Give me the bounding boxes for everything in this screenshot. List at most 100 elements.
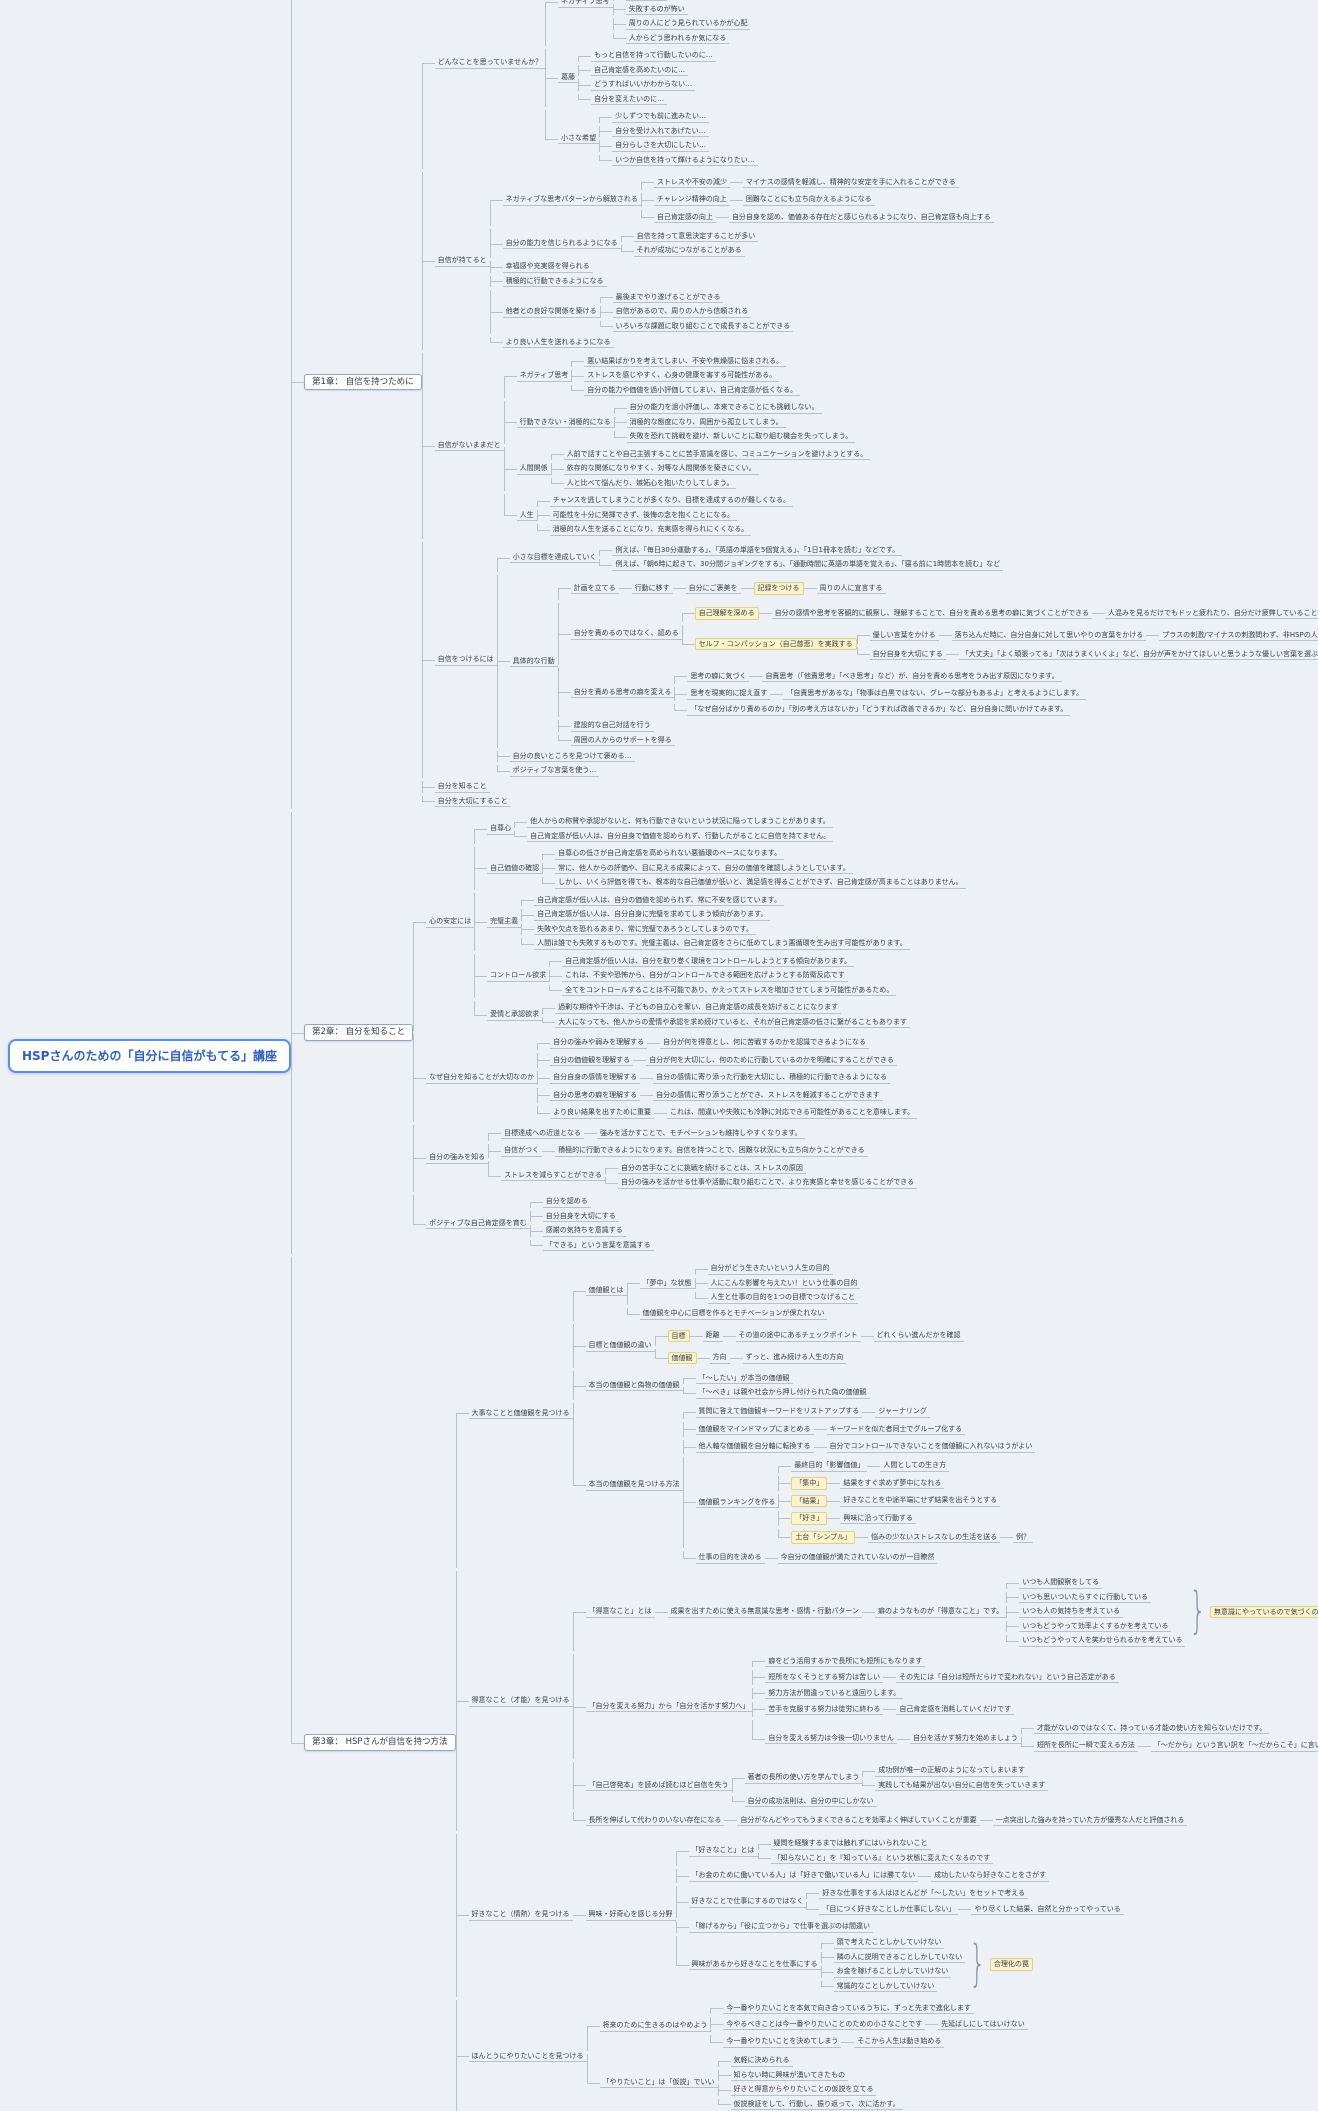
mindmap-node[interactable]: ストレスや不安の減少	[653, 177, 730, 188]
mindmap-node[interactable]: チャンスを逃してしまうことが多くなり、目標を達成するのが難しくなる。	[549, 495, 793, 507]
mindmap-node[interactable]: どうすればいいかわからない…	[591, 79, 696, 91]
mindmap-node[interactable]: 自分にご褒美を	[685, 583, 741, 594]
mindmap-node[interactable]: セルフ・コンパッション（自己慈悲）を実践する	[694, 637, 857, 651]
mindmap-node[interactable]: 自分自身を認め、価値ある存在だと感じられるようになり、自己肯定感も向上する	[728, 212, 994, 223]
mindmap-node[interactable]: 自信がないままだと	[434, 440, 504, 452]
mindmap-node[interactable]: 仮説検証をして、行動し、振り返って、次に活かす。	[730, 2099, 903, 2110]
mindmap-node[interactable]: 人生と仕事の目的を1つの目標でつなげること	[707, 1292, 858, 1304]
mindmap-node[interactable]: 記録をつける	[753, 582, 804, 595]
mindmap-node[interactable]: 自分がなんどやってもうまくできることを効率よく伸ばしていくことが重要	[737, 1815, 980, 1826]
mindmap-node[interactable]: 例えば、「毎日30分運動する」、「英語の単語を5個覚える」、「1日1冊本を読む」…	[612, 545, 903, 556]
mindmap-node[interactable]: 例？	[1013, 1532, 1034, 1543]
mindmap-node[interactable]: 癖のようなものが「得意なこと」です。	[875, 1606, 1007, 1618]
mindmap-node[interactable]: ネガティブ思考	[558, 0, 613, 8]
mindmap-note[interactable]: 合理化の罠	[989, 1958, 1033, 1971]
mindmap-node[interactable]: 価値観ランキングを作る	[695, 1497, 779, 1508]
mindmap-node[interactable]: 「結果」	[791, 1494, 828, 1507]
mindmap-node[interactable]: 周囲の人からのサポートを得る	[570, 735, 675, 746]
mindmap-node[interactable]: 自己肯定感が低い人は、自分を取り巻く環境をコントロールしようとする傾向があります…	[562, 956, 855, 967]
mindmap-node[interactable]: 短所をなくそうとする努力は苦しい	[765, 1672, 884, 1683]
mindmap-node[interactable]: ほんとうにやりたいことを見つける	[468, 2051, 587, 2062]
mindmap-node[interactable]: 自分を活かす努力を始めましょう	[909, 1733, 1021, 1745]
mindmap-node[interactable]: 気軽に決められる	[730, 2055, 793, 2067]
mindmap-node[interactable]: そこから人生は動き始める	[854, 2036, 945, 2048]
mindmap-node[interactable]: 自己理解を深める	[694, 607, 759, 620]
mindmap-node[interactable]: 結果をすぐ求めず夢中になれる	[840, 1478, 945, 1489]
mindmap-node[interactable]: 一点突出した強みを持っていた方が優秀な人だと評価される	[992, 1815, 1188, 1826]
mindmap-node[interactable]: 距離	[702, 1330, 723, 1342]
mindmap-node[interactable]: 「自己啓発本」を読めば読むほど自信を失う	[585, 1780, 732, 1791]
mindmap-node[interactable]: いつもどうやって人を笑わせられるかを考えている	[1019, 1635, 1186, 1647]
mindmap-node[interactable]: 目標	[667, 1329, 690, 1342]
mindmap-node[interactable]: 自分の成功法則は、自分の中にしかない	[744, 1796, 877, 1807]
mindmap-node[interactable]: 方向	[709, 1352, 730, 1364]
mindmap-node[interactable]: 自分の能力を過小評価し、本来できることにも挑戦しない。	[626, 402, 822, 414]
mindmap-node[interactable]: 自己肯定感が低い人は、自分自身で価値を認められず、行動したがることに自信を持てま…	[527, 831, 834, 842]
mindmap-node[interactable]: 疑問を経験するまでは触れずにはいられないこと	[770, 1838, 931, 1850]
mindmap-node[interactable]: 「〜だから」という言い訳を「〜だからこそ」に言い換える	[1150, 1740, 1318, 1752]
mindmap-node[interactable]: 幸福感や充実感を得られる	[502, 261, 593, 273]
mindmap-node[interactable]: 「集中」	[791, 1477, 828, 1490]
mindmap-node[interactable]: 消極的な態度になり、周囲から孤立してしまう。	[626, 417, 786, 428]
mindmap-node[interactable]: もっと自信を持って行動したいのに…	[591, 50, 716, 62]
mindmap-node[interactable]: 先延ばしにしてはいけない	[938, 2019, 1028, 2030]
mindmap-node[interactable]: 今やるべきことは今一番やりたいことのための小さなことです	[723, 2019, 926, 2030]
mindmap-node[interactable]: チャレンジ精神の向上	[653, 194, 730, 206]
mindmap-node[interactable]: 自分自身を大切にする	[542, 1211, 619, 1222]
mindmap-node[interactable]: 自分の能力を信じられるようになる	[502, 238, 621, 250]
mindmap-node[interactable]: 葛藤	[558, 72, 579, 84]
mindmap-node[interactable]: 人にこんな影響を与えたい！という仕事の目的	[707, 1278, 861, 1289]
mindmap-node[interactable]: 心の安定には	[426, 916, 475, 928]
mindmap-node[interactable]: 周りの人にどう見られているかが心配	[625, 18, 751, 30]
mindmap-node[interactable]: どれくらい進んだかを確認	[873, 1330, 964, 1342]
mindmap-node[interactable]: 大事なことと価値観を見つける	[468, 1408, 573, 1419]
mindmap-node[interactable]: 人間関係	[516, 463, 551, 475]
mindmap-node[interactable]: 人間は誰でも失敗するものです。完璧主義は、自己肯定感をさらに低めてしまう悪循環を…	[534, 938, 910, 950]
mindmap-node[interactable]: 小さな希望	[558, 133, 600, 145]
mindmap-node[interactable]: 例えば、「朝6時に起きて、30分間ジョギングをする」、「通勤時間に英語の単語を覚…	[612, 559, 1004, 571]
mindmap-node[interactable]: 自分が何を得意とし、何に苦戦するのかを認識できるようになる	[660, 1037, 869, 1049]
mindmap-node[interactable]: 計画を立てる	[570, 583, 619, 594]
mindmap-node[interactable]: 興味があるから好きなことを仕事にする	[688, 1959, 821, 1971]
mindmap-node[interactable]: 失敗や欠点を恐れるあまり、常に完璧であろうとしてしまうのです。	[534, 924, 756, 935]
mindmap-node[interactable]: 愛情と承認欲求	[487, 1009, 543, 1021]
mindmap-node[interactable]: 人生	[516, 510, 537, 521]
mindmap-node[interactable]: いろいろな課題に取り組むことで成長することができる	[612, 321, 794, 332]
mindmap-node[interactable]: 才能がないのではなくて、持っている才能の使い方を知らないだけです。	[1033, 1723, 1270, 1734]
mindmap-node[interactable]: いつも人間観察をしてる	[1019, 1577, 1103, 1589]
mindmap-node[interactable]: 思考を現実的に捉え直す	[687, 688, 771, 700]
mindmap-node[interactable]: 隣の人に説明できることしかしていない	[833, 1952, 966, 1963]
mindmap-node[interactable]: いつも人の気持ちを考えている	[1019, 1606, 1123, 1618]
mindmap-node[interactable]: 自分が何を大切にし、何のために行動しているのかを明確にすることができる	[646, 1055, 897, 1066]
mindmap-node[interactable]: 本当の価値観と偽物の価値観	[585, 1380, 683, 1392]
mindmap-node[interactable]: 自分がどう生きたいという人生の目的	[707, 1263, 833, 1275]
mindmap-node[interactable]: 自分自身の感情を理解する	[550, 1072, 641, 1084]
mindmap-node[interactable]: ずっと、進み続ける人生の方向	[742, 1352, 847, 1364]
mindmap-node[interactable]: 自信をつけるには	[434, 654, 497, 666]
mindmap-node[interactable]: 最後までやり遂げることができる	[612, 292, 724, 303]
mindmap-node[interactable]: 自分の価値観を理解する	[550, 1055, 634, 1066]
mindmap-node[interactable]: お金を稼げることしかしていけない	[833, 1966, 952, 1978]
mindmap-node[interactable]: 常識的なことしかしていけない	[833, 1981, 938, 1992]
mindmap-node[interactable]: 自己肯定感の向上	[653, 212, 716, 223]
mindmap-node[interactable]: 「できる」という言葉を意識する	[542, 1240, 654, 1251]
mindmap-node[interactable]: 本当の価値観を見つける方法	[585, 1479, 683, 1491]
mindmap-node[interactable]: 自分を責める思考の癖を変える	[570, 687, 675, 698]
mindmap-node[interactable]: 自分の感情や思考を客観的に観察し、理解することで、自分を責める思考の癖に気づくこ…	[771, 608, 1093, 619]
mindmap-node[interactable]: ストレスを感じやすく、心身の健康を害する可能性がある。	[584, 370, 780, 382]
mindmap-node[interactable]: いつもどうやって効率よくするかを考えている	[1019, 1621, 1172, 1632]
mindmap-node[interactable]: ストレスを減らすことができる	[501, 1170, 605, 1182]
mindmap-node[interactable]: 人前で話すことや自己主張することに苦手意識を感じ、コミュニケーションを避けようと…	[563, 449, 871, 460]
mindmap-node[interactable]: 長所を伸ばして代わりのいない存在になる	[585, 1815, 725, 1826]
mindmap-node[interactable]: ネガティブな思考パターンから解放される	[502, 194, 641, 206]
mindmap-node[interactable]: 自己肯定感が低い人は、自分の価値を認められず、常に不安を感じています。	[534, 895, 784, 906]
mindmap-node[interactable]: 「夢中」な状態	[639, 1278, 695, 1289]
mindmap-node[interactable]: 優しい言葉をかける	[869, 630, 939, 641]
mindmap-node[interactable]: 自信が持てると	[434, 255, 490, 267]
mindmap-node[interactable]: 努力方法が間違っていると遠回りします。	[765, 1688, 904, 1699]
mindmap-node[interactable]: 好きと得意からやりたいことの仮説を立てる	[730, 2084, 877, 2096]
mindmap-node[interactable]: 「大丈夫」「よく頑張ってる」「次はうまくいくよ」など、自分が声をかけてほしいと思…	[958, 649, 1318, 660]
mindmap-node[interactable]: ポジティブな自己肯定感を育む	[426, 1218, 530, 1230]
mindmap-node[interactable]: しかし、いくら評価を得ても、根本的な自己価値が低いと、満足感を得ることができず、…	[555, 877, 966, 889]
mindmap-node[interactable]: 積極的に行動できるようになる	[502, 276, 607, 287]
